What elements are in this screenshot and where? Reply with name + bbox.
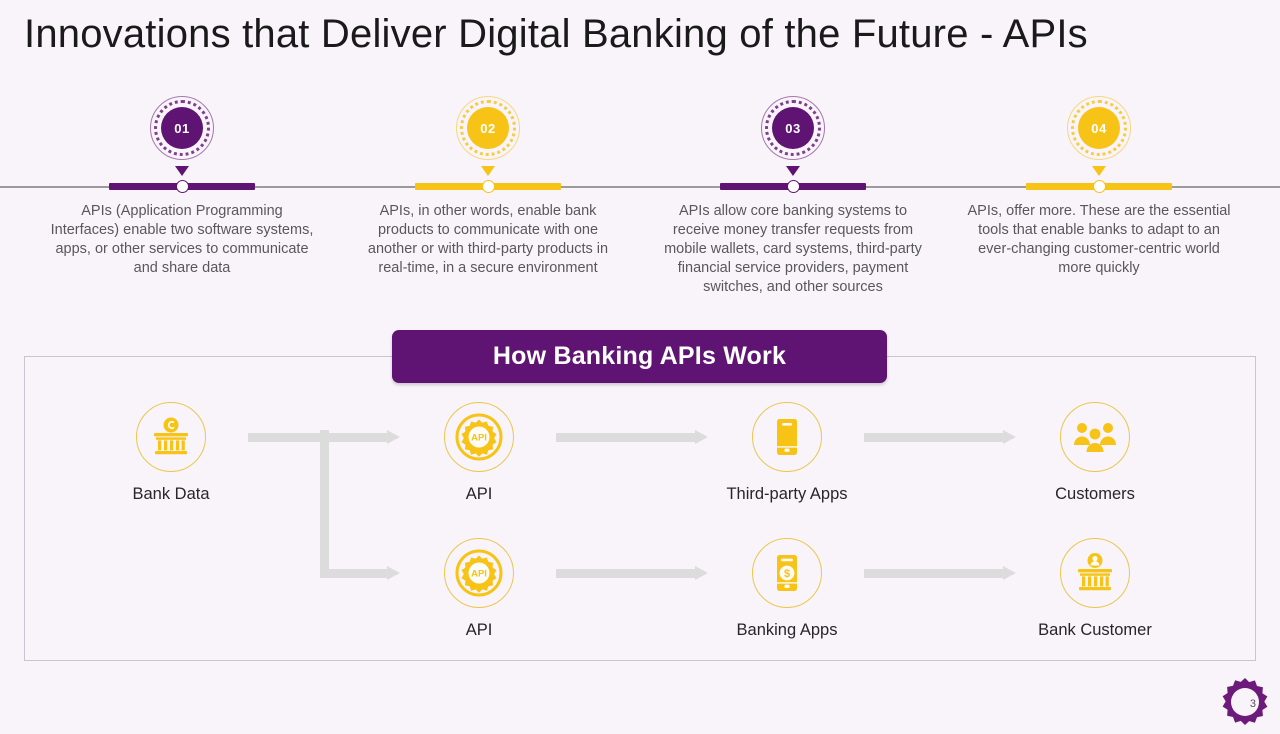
branch-vertical-connector xyxy=(320,430,329,576)
pointer-triangle-icon xyxy=(1092,166,1106,176)
flow-node-label: API xyxy=(465,485,493,503)
gear-api-icon: API xyxy=(444,538,514,608)
step-circle: 02 xyxy=(467,107,509,149)
step-number: 04 xyxy=(1091,120,1107,136)
page-number: 3 xyxy=(1249,698,1256,710)
timeline-node-dot xyxy=(787,180,800,193)
flow-node-api-top[interactable]: API API xyxy=(394,402,564,504)
outer-ring-icon xyxy=(150,96,214,160)
step-number: 03 xyxy=(785,120,801,136)
step-number: 02 xyxy=(480,120,496,136)
dotted-ring-icon xyxy=(154,100,210,156)
timeline-axis xyxy=(0,186,1280,188)
svg-text:API: API xyxy=(471,569,487,580)
arrow-third-party-to-customers xyxy=(864,430,1016,444)
outer-ring-icon xyxy=(1067,96,1131,160)
step-badge: 01 xyxy=(27,88,337,168)
step-description: APIs, in other words, enable bank produc… xyxy=(367,203,609,276)
step-description: APIs, offer more. These are the essentia… xyxy=(967,203,1231,276)
timeline-step-03[interactable]: 03 APIs allow core banking systems to re… xyxy=(638,88,948,295)
timeline-node-dot xyxy=(176,180,189,193)
timeline-step-01[interactable]: 01 APIs (Application Programming Interfa… xyxy=(27,88,337,276)
flow-node-third-party-apps[interactable]: Third-party Apps xyxy=(702,402,872,504)
timeline-section: 01 APIs (Application Programming Interfa… xyxy=(0,88,1280,298)
flow-node-bank-data[interactable]: Bank Data xyxy=(86,402,256,504)
step-circle: 01 xyxy=(161,107,203,149)
flow-node-label: Bank Data xyxy=(132,485,210,503)
flow-node-label: Third-party Apps xyxy=(726,485,848,503)
svg-text:API: API xyxy=(471,433,487,444)
outer-ring-icon xyxy=(761,96,825,160)
pointer-triangle-icon xyxy=(481,166,495,176)
step-badge: 04 xyxy=(944,88,1254,168)
step-number: 01 xyxy=(174,120,190,136)
timeline-step-02[interactable]: 02 APIs, in other words, enable bank pro… xyxy=(333,88,643,276)
arrow-bank-data-to-api-bottom xyxy=(320,566,400,580)
flow-node-label: Customers xyxy=(1055,485,1135,503)
outer-ring-icon xyxy=(456,96,520,160)
timeline-node-dot xyxy=(1093,180,1106,193)
flow-node-label: Banking Apps xyxy=(736,621,838,639)
step-badge: 03 xyxy=(638,88,948,168)
timeline-node-dot xyxy=(482,180,495,193)
pointer-triangle-icon xyxy=(786,166,800,176)
flow-banner: How Banking APIs Work xyxy=(392,330,887,383)
smartphone-dollar-icon: $ xyxy=(752,538,822,608)
people-group-icon xyxy=(1060,402,1130,472)
bank-person-icon xyxy=(1060,538,1130,608)
step-circle: 04 xyxy=(1078,107,1120,149)
flow-node-bank-customer[interactable]: Bank Customer xyxy=(1010,538,1180,640)
step-description: APIs (Application Programming Interfaces… xyxy=(50,203,314,276)
flow-node-label: Bank Customer xyxy=(1038,621,1152,639)
dotted-ring-icon xyxy=(1071,100,1127,156)
flow-node-customers[interactable]: Customers xyxy=(1010,402,1180,504)
arrow-banking-apps-to-bank-customer xyxy=(864,566,1016,580)
gear-api-icon: API xyxy=(444,402,514,472)
dotted-ring-icon xyxy=(460,100,516,156)
page-title: Innovations that Deliver Digital Banking… xyxy=(24,12,1088,56)
page-gear-icon xyxy=(1222,678,1268,725)
flow-banner-label: How Banking APIs Work xyxy=(492,342,787,370)
smartphone-icon xyxy=(752,402,822,472)
bank-coin-icon xyxy=(136,402,206,472)
flow-node-api-bottom[interactable]: API API xyxy=(394,538,564,640)
pointer-triangle-icon xyxy=(175,166,189,176)
step-description: APIs allow core banking systems to recei… xyxy=(664,203,922,295)
dotted-ring-icon xyxy=(765,100,821,156)
step-badge: 02 xyxy=(333,88,643,168)
step-circle: 03 xyxy=(772,107,814,149)
flow-node-label: API xyxy=(465,621,493,639)
arrow-api-top-to-third-party xyxy=(556,430,708,444)
flow-node-banking-apps[interactable]: $ Banking Apps xyxy=(702,538,872,640)
arrow-api-bottom-to-banking-apps xyxy=(556,566,708,580)
arrow-bank-data-to-api-top xyxy=(248,430,400,444)
svg-text:$: $ xyxy=(784,568,790,580)
timeline-step-04[interactable]: 04 APIs, offer more. These are the essen… xyxy=(944,88,1254,276)
